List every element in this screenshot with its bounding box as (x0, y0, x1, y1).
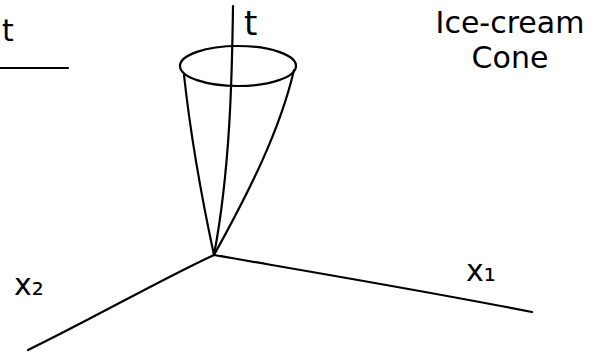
axis-label: t (2, 14, 14, 49)
cone-side (184, 75, 214, 255)
cone-side (214, 70, 294, 255)
x2-axis (28, 255, 214, 350)
t-axis (214, 6, 233, 255)
partial-line (0, 67, 68, 69)
cone-rim (180, 46, 296, 86)
axis-label: x₂ (14, 268, 44, 303)
axis-label: x₁ (466, 254, 496, 289)
axis-label: t (244, 4, 257, 43)
note: Ice-cream Cone (420, 6, 600, 75)
x1-axis (214, 255, 532, 312)
